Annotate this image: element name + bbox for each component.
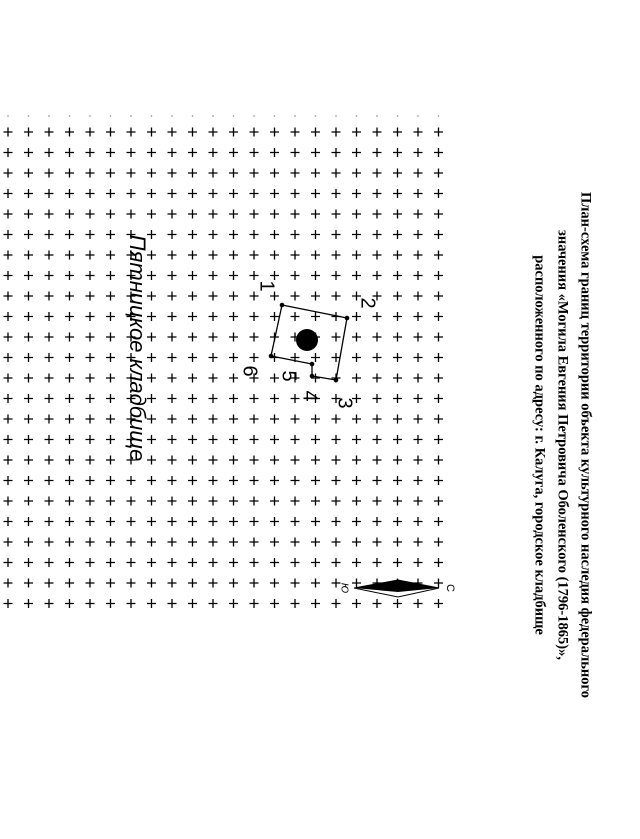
plan-title: План-схема границ территории объекта кул…	[528, 115, 597, 775]
grid-edge-dot	[417, 115, 419, 117]
grid-edge-dot	[396, 115, 399, 117]
point-label-3: 3	[334, 397, 356, 408]
north-arrow-half-filled	[354, 580, 439, 592]
north-letter: С	[444, 584, 456, 592]
grid-edge-dot	[130, 115, 132, 117]
grave-marker	[296, 329, 318, 351]
coordinate-grid	[3, 127, 443, 608]
grid-edge-dot	[191, 115, 194, 117]
grid-edge-dot	[253, 115, 255, 117]
grid-crosses	[3, 127, 443, 608]
grid-edge-dot	[232, 115, 235, 117]
grid-edge-dot	[68, 115, 71, 117]
grid-edge-dot	[89, 115, 91, 117]
grid-edge-dot	[150, 115, 153, 117]
cemetery-label-group: Пятницкое кладбище	[125, 235, 150, 462]
point-label-5: 5	[278, 370, 300, 381]
south-letter: Ю	[338, 583, 349, 593]
grid-edge-dot	[27, 115, 30, 117]
object-boundary	[268, 302, 350, 383]
grid-edge-dot	[355, 115, 358, 117]
grid-edge-dot	[7, 115, 9, 117]
boundary-vertex-1	[279, 302, 285, 308]
grid-edge-dots	[7, 115, 440, 117]
title-line-3: расположенного по адресу: г. Калуга, гор…	[531, 255, 548, 635]
grid-edge-dot	[171, 115, 173, 117]
boundary-vertex-3	[333, 377, 339, 383]
north-arrow-half-outline	[353, 579, 440, 598]
boundary-vertex-2	[344, 315, 350, 321]
grid-edge-dot	[48, 115, 50, 117]
grid-edge-dot	[437, 115, 440, 117]
boundary-vertex-5	[309, 361, 315, 367]
cemetery-label: Пятницкое кладбище	[125, 235, 150, 462]
grid-edge-dot	[376, 115, 378, 117]
north-arrow: С Ю	[338, 579, 456, 598]
title-line-1: План-схема границ территории объекта кул…	[577, 191, 594, 699]
point-label-6: 6	[239, 365, 261, 376]
point-labels: 1 2 3 4 5 6	[239, 280, 379, 408]
boundary-vertex-6	[268, 353, 274, 359]
grid-edge-dot	[335, 115, 337, 117]
point-label-2: 2	[357, 297, 379, 308]
grid-edge-dot	[109, 115, 112, 117]
grid-edge-dot	[294, 115, 296, 117]
grid-edge-dot	[212, 115, 214, 117]
point-label-1: 1	[256, 280, 278, 291]
title-line-2: значения «Могила Евгения Петровича Оболе…	[554, 230, 571, 660]
grid-edge-dot	[273, 115, 276, 117]
boundary-vertex-4	[309, 373, 315, 379]
point-label-4: 4	[299, 390, 321, 401]
grid-edge-dot	[314, 115, 317, 117]
